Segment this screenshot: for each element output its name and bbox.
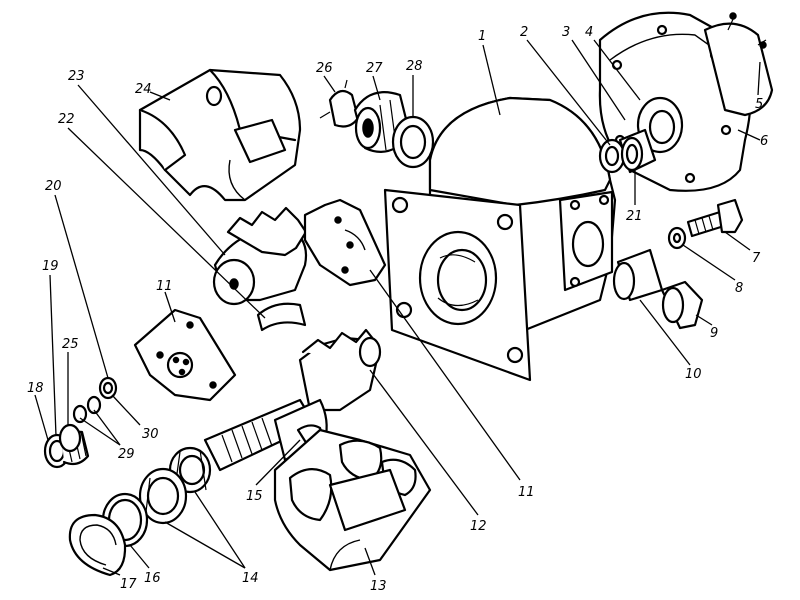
callout-5: 5 (755, 97, 763, 112)
leader-11-lower (164, 291, 176, 323)
leader-1 (482, 44, 501, 116)
callout-9: 9 (710, 326, 718, 341)
leader-16 (129, 544, 150, 569)
bushing-21 (618, 128, 657, 174)
leader-17 (102, 567, 121, 576)
leader-2 (526, 39, 611, 146)
callout-14: 14 (242, 571, 259, 586)
bearing-14-b (138, 467, 188, 525)
callout-11-lower: 11 (156, 279, 173, 294)
leader-22 (67, 127, 266, 319)
leader-30 (111, 394, 141, 426)
leader-29a (79, 417, 121, 446)
leader-15 (255, 439, 301, 486)
leader-10 (639, 299, 691, 366)
bushing-half-22 (256, 302, 307, 332)
callout-20: 20 (45, 179, 62, 194)
leader-19 (49, 274, 57, 437)
callout-1: 1 (478, 29, 486, 44)
callout-4: 4 (585, 25, 593, 40)
leader-20 (54, 194, 109, 379)
bearing-block-24 (138, 68, 302, 202)
side-plate-11-lower (133, 308, 237, 402)
callout-21: 21 (626, 209, 643, 224)
leader-27 (372, 75, 381, 101)
leader-14a (194, 491, 246, 569)
callout-24: 24 (135, 82, 152, 97)
pump-housing (383, 96, 617, 382)
leader-6 (737, 129, 761, 141)
driven-gear-23 (212, 206, 308, 306)
callout-13: 13 (370, 579, 387, 594)
callout-25: 25 (62, 337, 79, 352)
callout-15: 15 (246, 489, 263, 504)
callout-10: 10 (685, 367, 702, 382)
leader-9 (695, 314, 713, 326)
circlip-17 (68, 513, 127, 577)
leader-14b (164, 521, 246, 569)
callout-17: 17 (120, 577, 137, 592)
leader-4 (593, 39, 641, 101)
bolt-7 (686, 198, 744, 238)
seal-26 (319, 79, 360, 128)
callout-11-upper: 11 (518, 485, 535, 500)
leader-26 (323, 75, 336, 93)
plug-9 (660, 280, 704, 330)
leader-7 (724, 231, 751, 251)
callout-3: 3 (562, 25, 570, 40)
callout-23: 23 (68, 69, 85, 84)
leader-12 (369, 369, 479, 516)
callout-labels: 1 2 3 4 5 6 7 8 9 10 11 11 12 13 14 15 1… (27, 25, 768, 594)
bearing-14-a (168, 446, 212, 494)
valve-29 (72, 395, 102, 424)
callout-12: 12 (470, 519, 487, 534)
callout-29: 29 (118, 447, 135, 462)
nut-30 (98, 376, 118, 400)
leader-3 (571, 39, 626, 121)
callout-19: 19 (42, 259, 59, 274)
callout-8: 8 (735, 281, 743, 296)
callout-27: 27 (366, 61, 383, 76)
callout-2: 2 (520, 25, 528, 40)
leader-11-upper (369, 269, 521, 481)
sleeve-10 (612, 248, 664, 302)
leader-8 (682, 244, 736, 281)
leader-lines (34, 39, 761, 576)
leader-18 (34, 394, 49, 441)
leader-24 (149, 91, 171, 101)
callout-26: 26 (316, 61, 333, 76)
leader-23 (77, 84, 226, 256)
callout-30: 30 (142, 427, 159, 442)
drive-shaft-12 (203, 328, 382, 472)
callout-16: 16 (144, 571, 161, 586)
callout-7: 7 (752, 251, 761, 266)
side-plate-11-upper (303, 198, 387, 287)
leader-29b (93, 409, 121, 446)
leader-13 (364, 547, 376, 576)
callout-6: 6 (760, 134, 768, 149)
callout-18: 18 (27, 381, 44, 396)
bearing-block-13 (273, 428, 432, 572)
washer-28 (391, 115, 435, 169)
washer-8 (667, 226, 687, 250)
callout-22: 22 (58, 112, 75, 127)
leader-5 (757, 61, 761, 96)
callout-28: 28 (406, 59, 423, 74)
disc-25 (58, 423, 82, 453)
